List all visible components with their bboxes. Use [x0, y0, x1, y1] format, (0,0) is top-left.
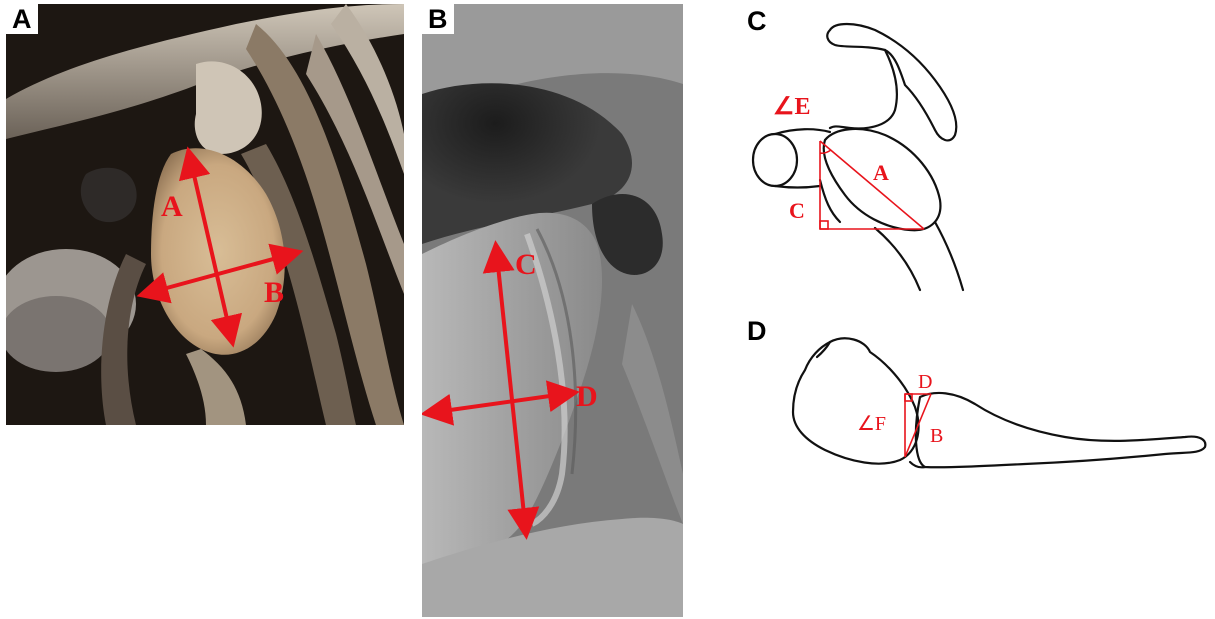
- arrow-label-d: D: [576, 380, 598, 413]
- scapula-axial-drawing: D ∠F B: [735, 312, 1215, 512]
- side-label-c: C: [789, 198, 805, 223]
- panel-c-label: C: [747, 6, 767, 36]
- hypotenuse-label-a: A: [873, 160, 889, 185]
- scapula-lateral-drawing: ∠E A C: [735, 0, 1075, 310]
- panel-a-label: A: [6, 4, 38, 34]
- top-label-d: D: [918, 371, 932, 393]
- panel-b-xray-image: C D B: [422, 4, 683, 617]
- panel-c-diagram: C ∠E A C: [735, 0, 1075, 310]
- short-axis-arrow-d: [436, 394, 564, 412]
- arrow-label-a: A: [161, 190, 183, 223]
- panel-b-arrows: C D: [422, 4, 683, 617]
- side-label-b: B: [930, 425, 943, 447]
- panel-d-label: D: [747, 316, 767, 346]
- arrow-label-b: B: [264, 276, 284, 309]
- panel-a-arrows: A B: [6, 4, 404, 425]
- arrow-label-c: C: [515, 248, 537, 281]
- long-axis-arrow-c: [497, 256, 525, 524]
- long-axis-arrow-a: [191, 162, 230, 332]
- panel-a-ct-image: A B A: [6, 4, 404, 425]
- panel-d-diagram: D D ∠F B: [735, 312, 1215, 512]
- angle-label-e: ∠E: [773, 94, 811, 120]
- angle-label-f: ∠F: [857, 413, 886, 435]
- panel-b-label: B: [422, 4, 454, 34]
